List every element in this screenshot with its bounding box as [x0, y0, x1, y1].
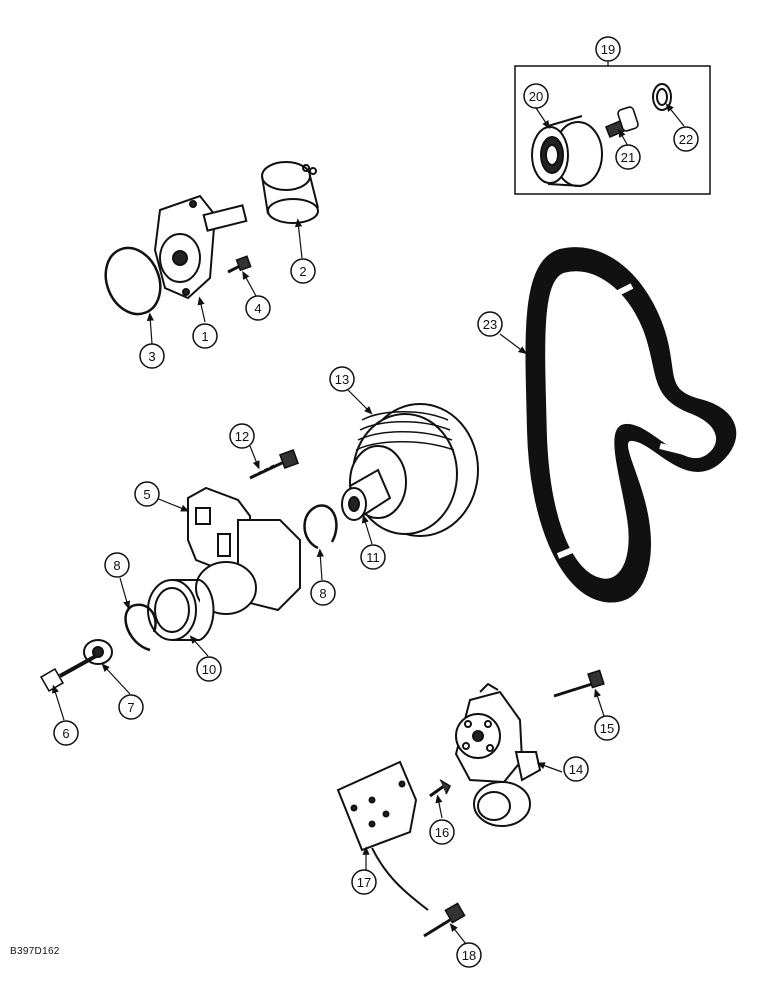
svg-text:18: 18 — [462, 948, 476, 963]
callout-23: 23 — [477, 311, 503, 337]
callout-21: 21 — [615, 144, 641, 170]
snap-ring-left — [124, 603, 157, 652]
svg-text:20: 20 — [529, 89, 543, 104]
svg-text:13: 13 — [335, 372, 349, 387]
callout-20: 20 — [523, 83, 549, 109]
svg-text:15: 15 — [600, 721, 614, 736]
bracket-bolt-16 — [429, 779, 452, 798]
belt-tensioner — [454, 682, 542, 827]
svg-text:22: 22 — [679, 132, 693, 147]
svg-text:19: 19 — [601, 42, 615, 57]
tensioner-bolt-15 — [553, 669, 605, 698]
bearing — [147, 579, 215, 641]
svg-text:5: 5 — [143, 487, 150, 502]
callout-1: 1 — [192, 323, 218, 349]
svg-text:1: 1 — [201, 329, 208, 344]
callout-3: 3 — [139, 343, 165, 369]
svg-text:14: 14 — [569, 762, 583, 777]
svg-text:8: 8 — [319, 586, 326, 601]
callout-18: 18 — [456, 942, 482, 968]
idler-washer — [652, 83, 672, 111]
crank-pulley — [349, 403, 479, 537]
svg-text:21: 21 — [621, 150, 635, 165]
callout-8-left: 8 — [104, 552, 130, 578]
water-pump-body — [153, 194, 248, 300]
callout-2: 2 — [290, 258, 316, 284]
svg-text:7: 7 — [127, 700, 134, 715]
housing-bolt — [39, 654, 97, 693]
svg-text:16: 16 — [435, 825, 449, 840]
svg-text:12: 12 — [235, 429, 249, 444]
idler-bolt — [604, 106, 639, 139]
pulley-bolt — [249, 449, 299, 480]
svg-text:4: 4 — [254, 301, 261, 316]
svg-text:23: 23 — [483, 317, 497, 332]
inset-box — [514, 65, 711, 195]
snap-ring-right — [303, 504, 338, 550]
svg-text:17: 17 — [357, 875, 371, 890]
pump-bolt — [227, 255, 252, 274]
callout-12: 12 — [229, 423, 255, 449]
idler-pulley — [531, 115, 603, 187]
o-ring — [104, 246, 162, 316]
svg-text:3: 3 — [148, 349, 155, 364]
assembly-line — [371, 847, 429, 911]
tensioner-bracket — [336, 760, 418, 852]
drive-belt — [525, 247, 737, 603]
callout-13: 13 — [329, 366, 355, 392]
callout-14: 14 — [563, 756, 589, 782]
pump-sleeve — [261, 161, 319, 224]
svg-text:8: 8 — [113, 558, 120, 573]
callout-16: 16 — [429, 819, 455, 845]
callout-10: 10 — [196, 656, 222, 682]
pulley-housing — [187, 486, 301, 615]
bracket-bolt-18 — [423, 902, 466, 938]
svg-text:11: 11 — [366, 550, 380, 565]
figure-code: B397D162 — [10, 946, 60, 957]
callout-4: 4 — [245, 295, 271, 321]
callout-5: 5 — [134, 481, 160, 507]
callout-6: 6 — [53, 720, 79, 746]
callout-11: 11 — [360, 544, 386, 570]
callout-7: 7 — [118, 694, 144, 720]
callout-17: 17 — [351, 869, 377, 895]
callout-22: 22 — [673, 126, 699, 152]
callout-19: 19 — [595, 36, 621, 62]
svg-text:2: 2 — [299, 264, 306, 279]
svg-text:6: 6 — [62, 726, 69, 741]
svg-text:10: 10 — [202, 662, 216, 677]
leader-lines — [51, 61, 685, 945]
pulley-hub — [341, 468, 392, 521]
callout-8-right: 8 — [310, 580, 336, 606]
callout-15: 15 — [594, 715, 620, 741]
